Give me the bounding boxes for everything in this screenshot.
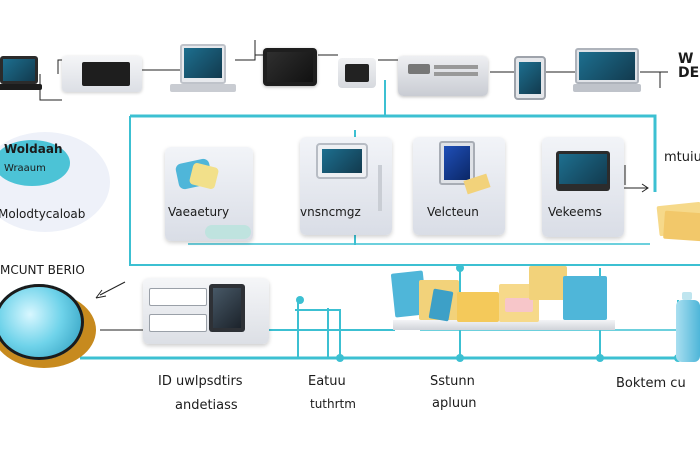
top-right-label: W DE [678,51,700,81]
card-label: vnsncmgz [300,205,361,219]
phone-icon [439,141,475,185]
cheese-icon [174,155,220,191]
bottom-label-3b: apluun [432,396,477,411]
folder-icon [529,266,567,300]
card-label: Vaeaetury [168,205,230,219]
card-label: Velcteun [427,205,479,219]
laptop-icon [0,56,42,94]
tablet-icon [316,143,368,179]
left-bubble-title: Woldaah [4,142,63,156]
card-label: Vekeems [548,205,602,219]
bottom-label-1a: ID uwlpsdtirs [158,374,243,389]
monitor-icon [556,151,610,191]
bottom-label-3a: Sstunn [430,374,475,389]
card-vaeaetury: Vaeaetury [165,147,253,241]
bottom-label-2b: tuthrtm [310,397,356,411]
monitor-icon [62,56,142,92]
card-vekeems: Vekeems [542,137,624,237]
left-caption: Molodtycaloab [0,207,86,221]
laptop-icon [168,44,238,100]
right-mid-label: mtuiu [664,150,700,165]
card-velcteun: Velcteun [413,137,505,235]
printer-icon [398,56,488,96]
bottom-label-4: Boktem cu [616,376,686,391]
left-section-label: MCUNT BERIO [0,263,85,277]
lens-icon [0,282,98,368]
bottom-label-2a: Eatuu [308,374,346,389]
folder-icon [457,292,499,322]
server-icon [143,278,269,344]
tablet-icon [263,48,317,86]
folder-icon [505,298,533,312]
folder-icon [563,276,607,320]
phone-icon [514,56,546,100]
paper-stack-icon [656,200,700,244]
card-vnsncmgz: vnsncmgz [300,137,392,235]
bottom-label-1b: andetiass [175,398,238,413]
bottle-icon [676,292,700,366]
left-bubble-inner [0,140,70,186]
laptop-icon [573,48,641,94]
folders-shelf [390,262,615,334]
left-bubble-subtitle: Wraaum [4,163,46,174]
device-icon [338,58,376,88]
